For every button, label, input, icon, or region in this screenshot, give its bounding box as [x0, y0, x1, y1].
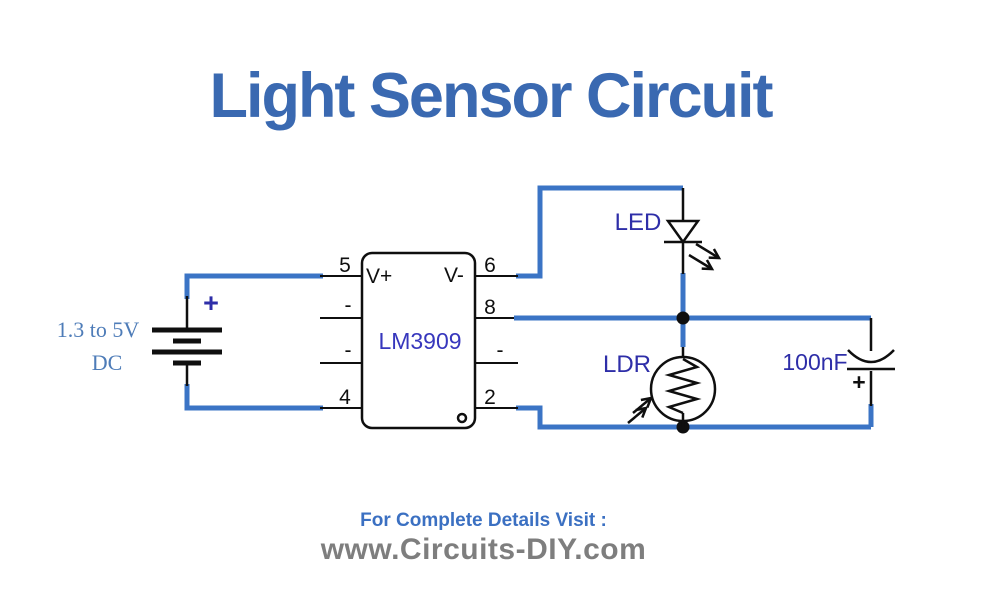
ic-pin1-indicator-dot	[456, 412, 468, 424]
ic-pin-label-left-dash-1: -	[345, 294, 352, 317]
led-arrow-1-head	[708, 248, 722, 260]
battery-type-label: DC	[92, 350, 123, 375]
page-title: Light Sensor Circuit	[209, 61, 773, 131]
ldr-resistor-zigzag	[664, 357, 702, 415]
ic-pin-label-5: 5	[339, 254, 351, 277]
wire-battery-positive	[184, 273, 323, 299]
wire-pin6-to-led	[516, 185, 683, 279]
ldr-circle	[649, 355, 717, 423]
ldr-arrow-2-shaft	[627, 407, 647, 424]
junction-dot-top	[676, 311, 690, 325]
wire-battery-negative	[184, 384, 323, 411]
ic-lm3909: 5 - - 4 6 8 - 2 V+ V- LM3909	[320, 251, 518, 430]
led-arrow-2-head	[701, 259, 715, 271]
ic-vplus-label: V+	[366, 265, 392, 288]
led-arrow-1-shaft	[695, 242, 720, 260]
ic-pin-label-6: 6	[484, 254, 496, 277]
ic-body	[360, 251, 477, 430]
led-triangle	[665, 219, 701, 245]
ldr-arrow-1-head	[640, 396, 653, 409]
ic-pin-label-4: 4	[339, 386, 351, 409]
ic-part-number: LM3909	[378, 328, 461, 354]
led-arrow-2-shaft	[688, 253, 713, 271]
ldr-symbol: LDR	[603, 347, 717, 427]
ldr-label: LDR	[603, 351, 651, 378]
ic-pin-label-left-dash-2: -	[345, 339, 352, 362]
battery-symbol: + 1.3 to 5V DC	[57, 288, 222, 386]
wire-pin2-bottom-bus	[516, 405, 871, 430]
battery-plus-sign: +	[203, 288, 219, 318]
ic-vminus-label: V-	[444, 264, 464, 287]
led-label: LED	[615, 209, 662, 236]
capacitor-value-label: 100nF	[782, 349, 847, 375]
wires	[184, 185, 874, 430]
footer-website-url: www.Circuits-DIY.com	[320, 533, 647, 566]
ldr-light-arrows-icon	[627, 396, 653, 424]
footer-visit-text: For Complete Details Visit :	[360, 510, 607, 531]
capacitor-curved-plate	[847, 349, 895, 364]
ic-pin-label-right-dash: -	[497, 339, 504, 362]
led-symbol: LED	[615, 188, 722, 274]
led-light-arrows-icon	[688, 242, 722, 271]
battery-voltage-label: 1.3 to 5V	[57, 317, 140, 342]
capacitor-plus-sign: +	[852, 369, 865, 395]
capacitor-symbol: + 100nF	[782, 318, 895, 406]
ldr-arrow-2-head	[635, 406, 648, 419]
ic-pin-label-8: 8	[484, 296, 496, 319]
ic-pin-label-2: 2	[484, 386, 496, 409]
